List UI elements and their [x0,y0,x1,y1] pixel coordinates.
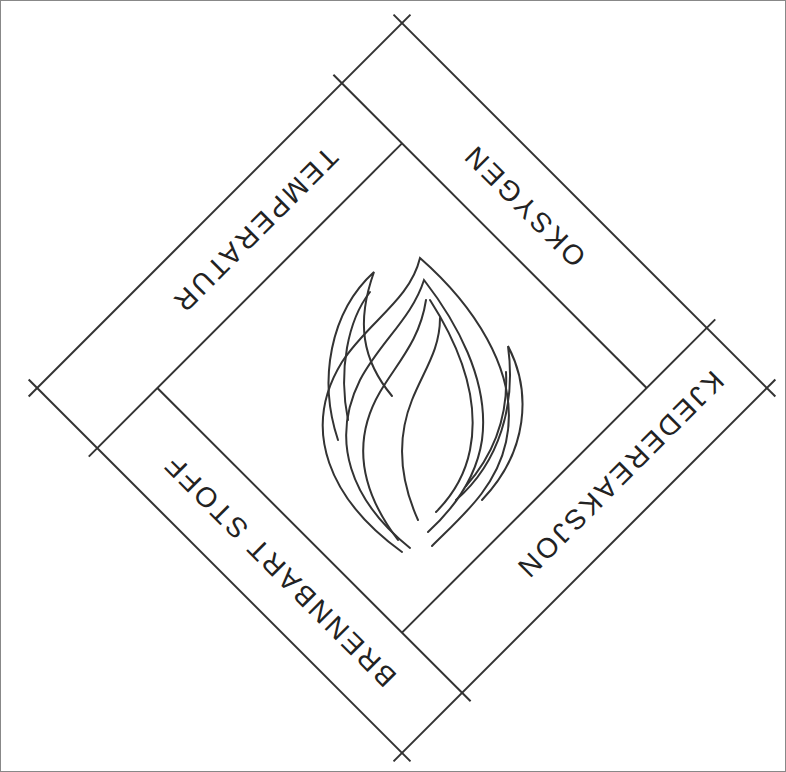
band-segment: TEMPERATUR [37,83,402,448]
band-segment: OKSYGEN [342,23,707,388]
band-label: OKSYGEN [458,139,591,272]
band-segment: KJEDEREAKSJON [402,328,767,693]
band-label: TEMPERATUR [167,142,343,318]
band-segment: BRENNBART STOFF [97,388,462,753]
diamond-frame: TEMPERATUR OKSYGEN KJEDEREAKSJON BRENNBART … [37,23,767,753]
band-label: KJEDEREAKSJON [511,366,729,584]
band-label: BRENNBART STOFF [158,449,401,692]
